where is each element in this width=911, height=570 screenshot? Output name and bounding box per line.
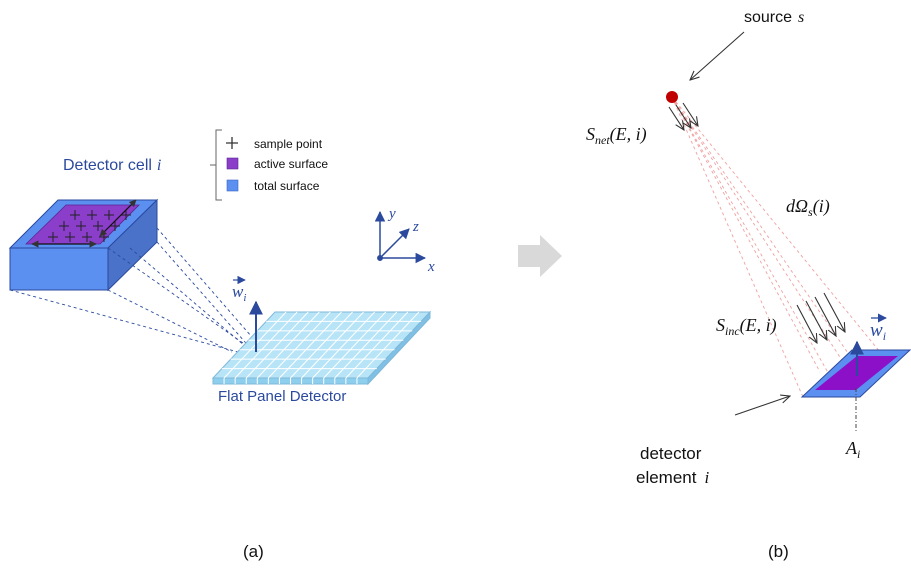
element-label-line1: detector xyxy=(640,444,702,463)
sample-point-cross xyxy=(70,210,80,220)
grid-line xyxy=(323,311,387,379)
grid-line xyxy=(312,311,376,379)
axis-x-label: x xyxy=(427,259,435,275)
legend-item-active-surface: active surface xyxy=(226,157,328,171)
grid-line xyxy=(245,311,309,379)
source-pointer-arrow xyxy=(690,31,745,80)
axis-z-label: z xyxy=(412,219,419,235)
transition-arrow-icon xyxy=(518,235,562,277)
total-swatch xyxy=(226,179,239,192)
ray-lines xyxy=(671,96,881,398)
grid-line xyxy=(267,311,331,379)
grid-line xyxy=(256,311,320,379)
solid-angle-label: dΩs(i) xyxy=(786,196,830,219)
normal-vector-label-b: wi xyxy=(870,320,886,343)
caption-a: (a) xyxy=(243,542,264,561)
coordinate-axes xyxy=(374,210,427,264)
legend-bracket xyxy=(210,129,222,201)
grid-line xyxy=(356,311,420,379)
cross-icon xyxy=(226,137,238,149)
element-pointer-arrow xyxy=(734,396,790,416)
s-net-arrows xyxy=(668,102,698,130)
cell-dimension-arrows xyxy=(31,199,137,248)
s-inc-arrows xyxy=(796,292,845,343)
normal-vector-label-a: wi xyxy=(232,282,246,304)
grid-line xyxy=(279,311,342,379)
sample-point-cross xyxy=(59,221,69,231)
legend-item-sample-point: sample point xyxy=(226,137,323,151)
svg-text:total surface: total surface xyxy=(254,179,320,193)
flat-panel-detector xyxy=(211,310,432,386)
source-dot xyxy=(666,91,678,103)
grid-line xyxy=(290,311,353,379)
panel-front-edge xyxy=(223,378,358,384)
s-inc-label: Sinc(E, i) xyxy=(716,315,777,338)
sample-point-cross xyxy=(82,232,92,242)
sample-point-cross xyxy=(76,221,86,231)
area-label: Ai xyxy=(845,438,860,461)
grid-line xyxy=(301,311,364,379)
sample-point-cross xyxy=(87,210,97,220)
legend: sample point active surface total surfac… xyxy=(210,129,328,201)
svg-text:sample point: sample point xyxy=(254,137,323,151)
grid-line xyxy=(345,311,409,379)
s-net-label: Snet(E, i) xyxy=(586,124,647,147)
grid-line xyxy=(234,311,298,379)
svg-text:active surface: active surface xyxy=(254,157,328,171)
flat-panel-label: Flat Panel Detector xyxy=(218,388,346,405)
projection-lines xyxy=(9,227,259,353)
sample-point-cross xyxy=(48,232,58,242)
active-swatch xyxy=(226,157,239,170)
sample-point-cross xyxy=(65,232,75,242)
axis-y-label: y xyxy=(387,206,396,222)
caption-b: (b) xyxy=(768,542,789,561)
legend-item-total-surface: total surface xyxy=(226,179,320,193)
grid-line xyxy=(334,311,398,379)
